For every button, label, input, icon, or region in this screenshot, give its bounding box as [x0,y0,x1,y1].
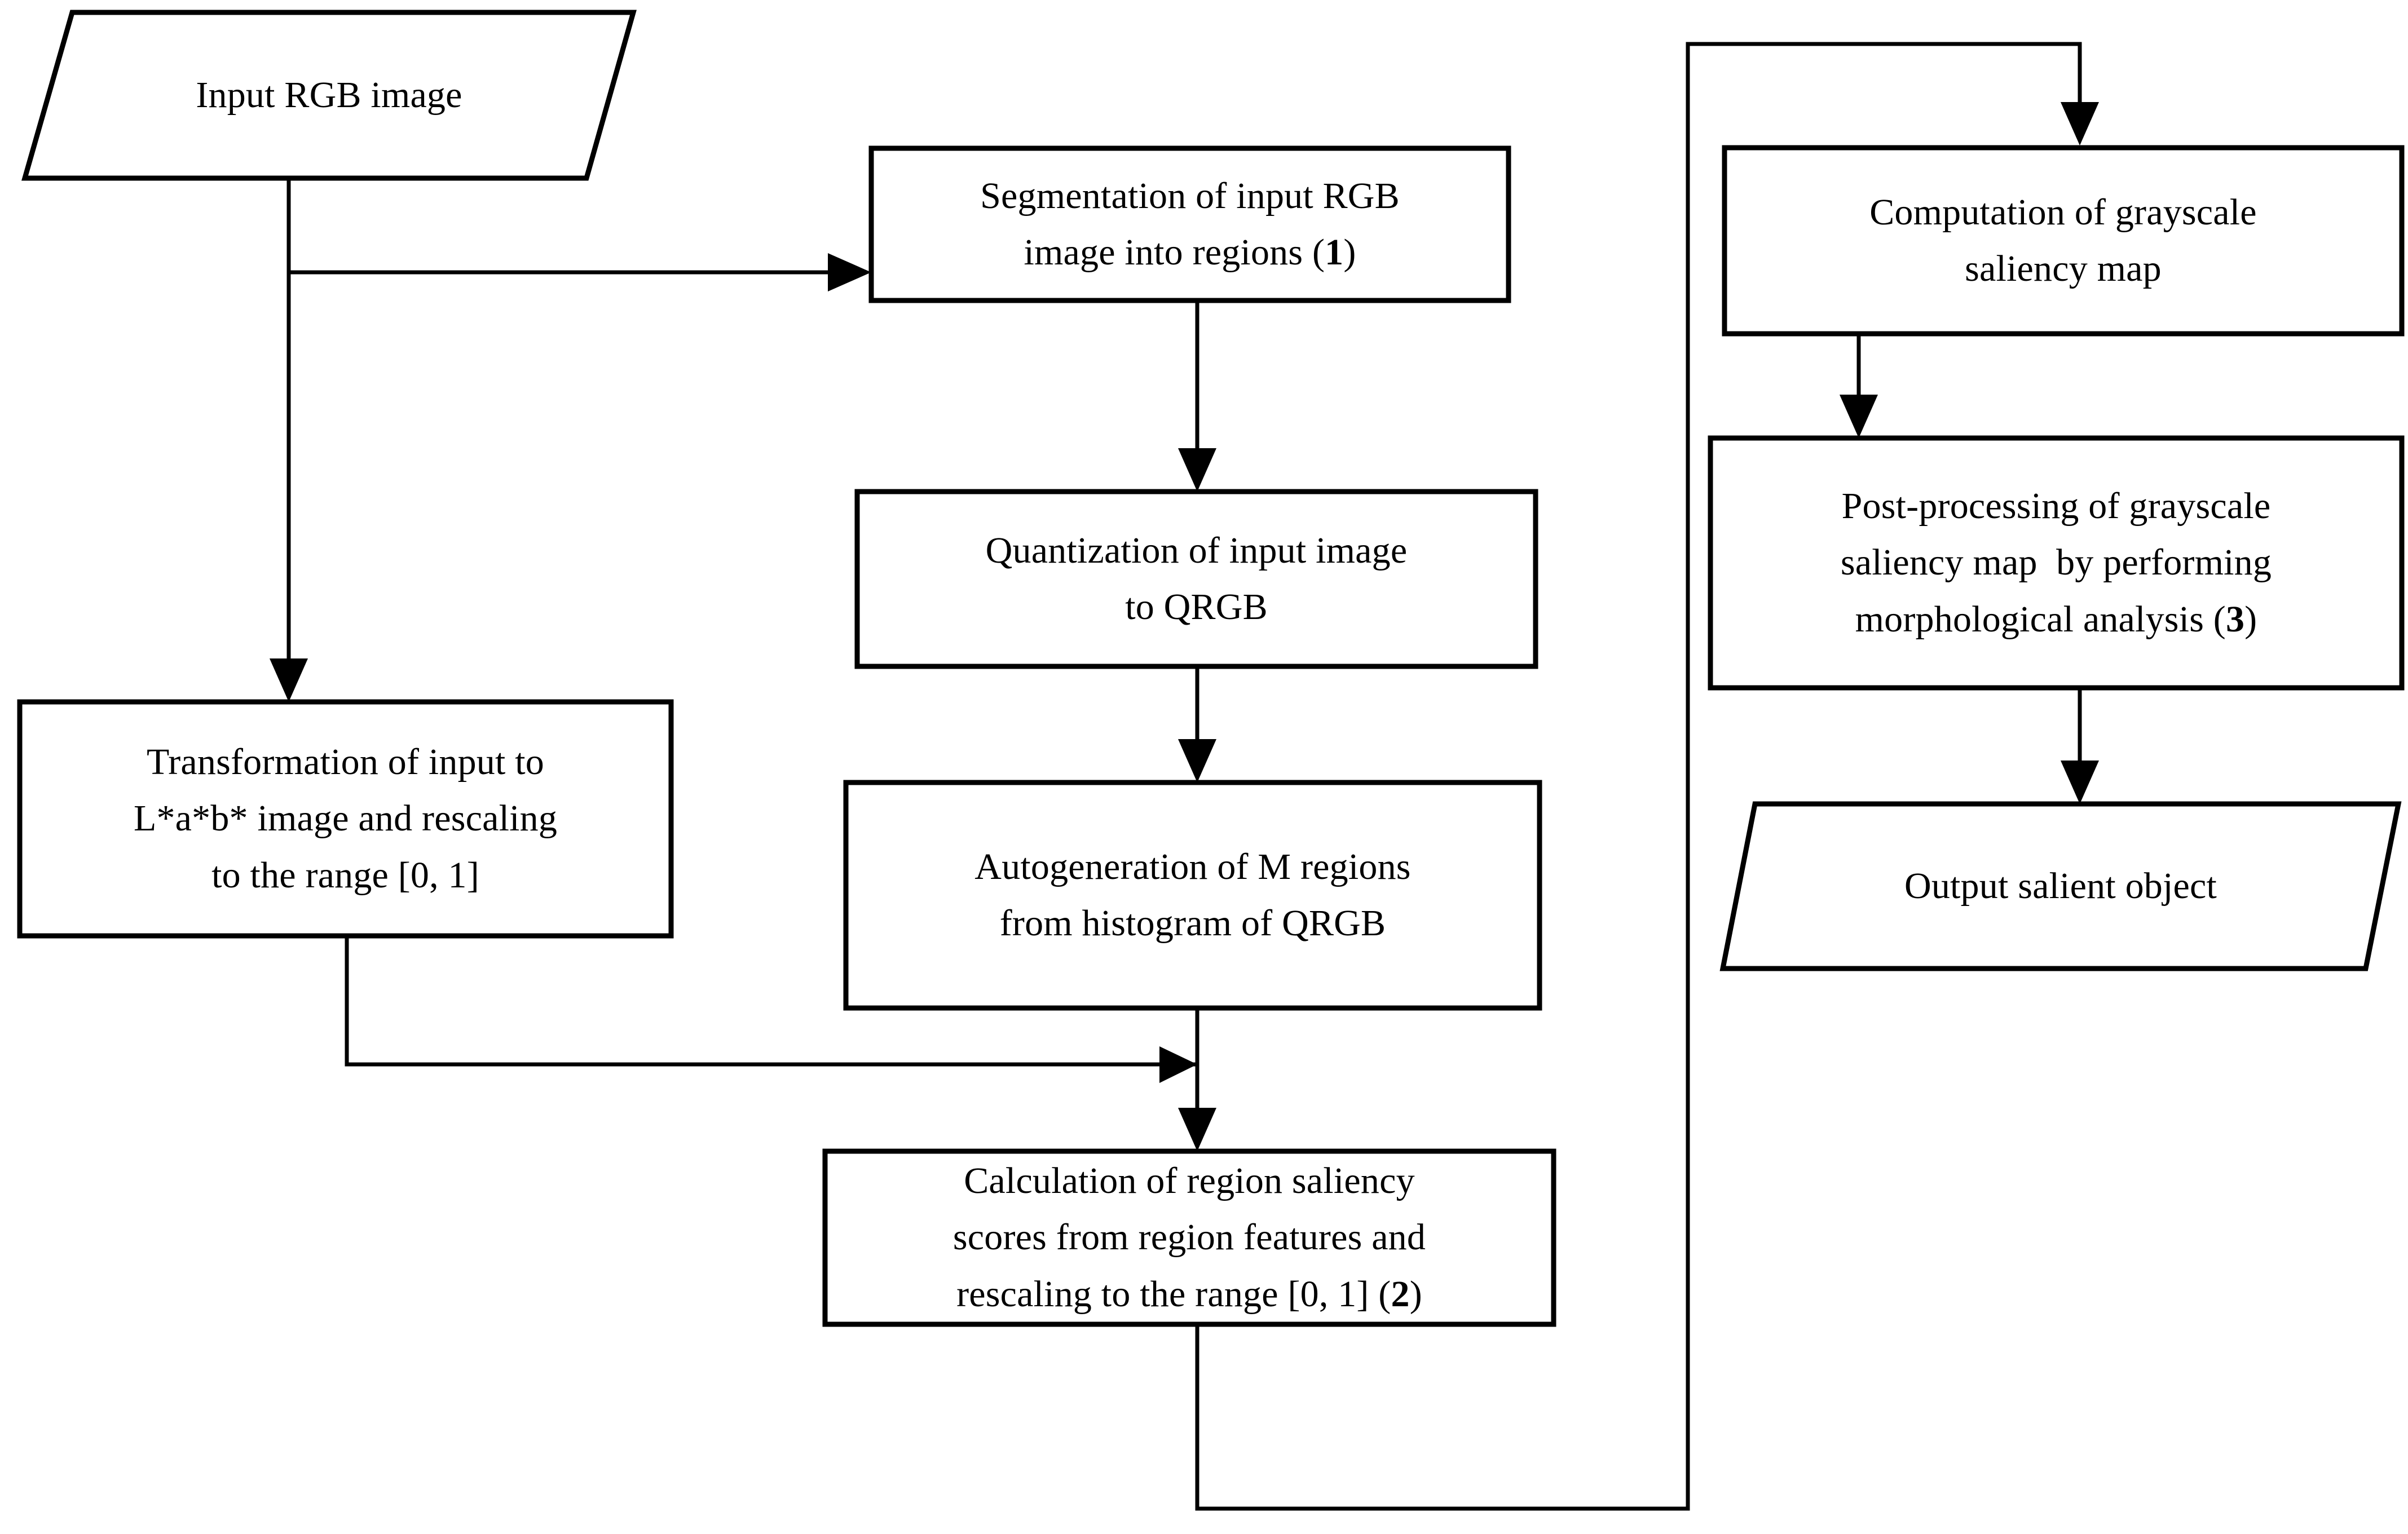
edge-segmentation-to-quantization [1178,302,1216,492]
segmentation-shape[interactable] [868,145,1511,303]
edge-computation-to-post-processing [1840,335,1878,438]
edge-autogeneration-to-calculation [1178,1009,1216,1151]
quantization-shape[interactable] [854,489,1538,669]
calculation-shape[interactable] [822,1148,1556,1327]
transformation-shape[interactable] [17,699,674,939]
input-rgb-image-shape[interactable] [21,10,637,181]
edge-calculation-to-computation [1195,42,2099,1511]
autogeneration-shape[interactable] [843,780,1542,1011]
output-salient-object-shape[interactable] [1719,801,2402,971]
edge-transformation-to-calculation [345,938,1197,1067]
computation-shape[interactable] [1722,145,2405,337]
edge-merge-arrow [1159,1046,1197,1083]
edge-input-to-transformation [270,179,308,702]
edge-post-processing-to-output [2061,689,2099,804]
edge-quantization-to-autogeneration [1178,666,1216,783]
edge-input-to-segmentation [289,253,871,291]
post-processing-shape[interactable] [1708,435,2405,691]
